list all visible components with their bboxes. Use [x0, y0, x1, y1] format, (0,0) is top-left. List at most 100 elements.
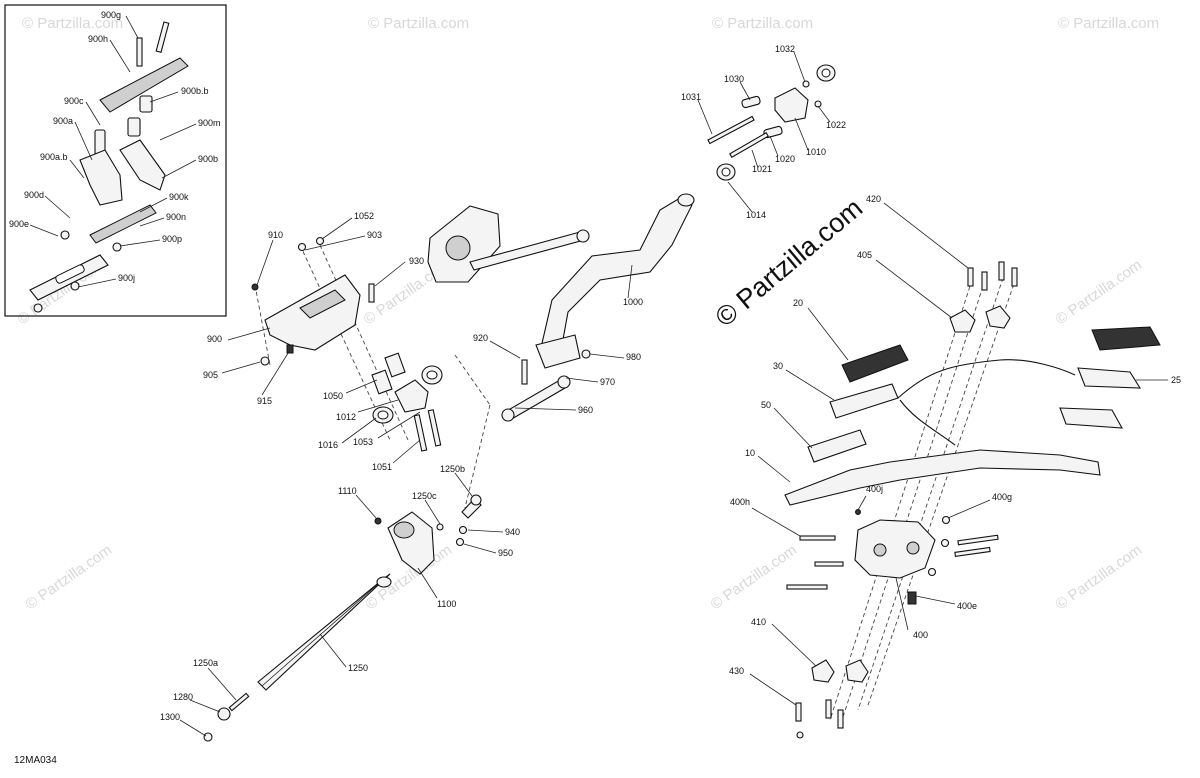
slot-shape [55, 264, 85, 284]
shaft-centerline-shape [261, 576, 387, 687]
leader-line [454, 472, 473, 497]
leader-line [727, 181, 753, 213]
part-label-900m: 900m [198, 118, 221, 128]
part-label-1031: 1031 [681, 92, 701, 102]
part-label-1110: 1110 [338, 486, 357, 496]
part-label-420: 420 [866, 194, 881, 204]
leader-line [227, 327, 271, 341]
leader-line [149, 91, 179, 103]
rod-end-shape [576, 229, 590, 243]
ring-bore-shape [721, 167, 731, 177]
nut-shape [940, 538, 950, 548]
sleeve-50-shape [807, 429, 867, 463]
part-label-1100: 1100 [437, 599, 456, 609]
leader-line [769, 135, 779, 157]
nut-shape [33, 303, 43, 313]
part-label-1020: 1020 [775, 154, 795, 164]
leader-line [424, 499, 441, 525]
leader-line [514, 407, 577, 411]
bracket-shape [79, 149, 123, 206]
bolt-shape [155, 21, 170, 53]
part-label-980: 980 [626, 352, 641, 362]
leader-line [377, 411, 421, 439]
bolt-shape [967, 267, 974, 287]
washer-shape [112, 242, 122, 252]
part-label-400h: 400h [730, 497, 750, 507]
part-label-1250c: 1250c [412, 491, 437, 501]
leader-line [417, 567, 438, 599]
housing-1100-shape [387, 511, 435, 575]
watermark: © Partzilla.com [708, 541, 801, 613]
bolt-head-shape [251, 283, 259, 291]
sleeve-right-shape [1059, 407, 1123, 429]
wire-shape [899, 399, 956, 446]
part-label-900h: 900h [88, 34, 108, 44]
reference-line [829, 279, 973, 721]
leader-line [85, 101, 101, 126]
housing-bore-shape [393, 521, 415, 539]
bolt-1021-shape [729, 132, 769, 158]
inset-frame [4, 4, 227, 317]
part-label-10: 10 [745, 448, 755, 458]
clamp-410-shape [845, 659, 869, 683]
part-label-1052: 1052 [354, 211, 374, 221]
part-label-400g: 400g [992, 492, 1012, 502]
part-label-920: 920 [473, 333, 488, 343]
part-label-900p: 900p [162, 234, 182, 244]
screw-shape [374, 517, 382, 525]
sleeve-25-shape [1077, 367, 1142, 389]
leader-line [161, 159, 197, 179]
spacer-shape [139, 95, 153, 113]
part-label-900e: 900e [9, 219, 29, 229]
nut-shape [260, 356, 270, 366]
nut-shape [802, 80, 810, 88]
bolt-shape [825, 699, 832, 719]
part-label-410: 410 [751, 617, 766, 627]
leader-line [179, 719, 207, 737]
leader-line [109, 39, 131, 73]
link-shape [89, 204, 157, 244]
reference-line [319, 244, 409, 441]
part-label-1014: 1014 [746, 210, 766, 220]
part-label-1300: 1300 [160, 712, 180, 722]
bolt-shape [795, 702, 802, 722]
grip-20-shape [841, 344, 909, 383]
reference-line [464, 404, 491, 509]
leader-line [189, 699, 221, 713]
leader-line [29, 224, 59, 237]
part-label-940: 940 [505, 527, 520, 537]
part-label-903: 903 [367, 230, 382, 240]
rod-end-shape [557, 375, 571, 389]
leader-line [883, 202, 969, 269]
bushing-shape [384, 352, 406, 378]
leader-line [341, 417, 377, 444]
leader-line [256, 239, 274, 286]
shaft-end-shape [376, 576, 392, 588]
leader-line [159, 123, 197, 141]
nut-shape [581, 349, 591, 359]
leader-line [77, 278, 117, 288]
leader-line [119, 239, 161, 247]
leader-line [69, 159, 85, 179]
part-label-930: 930 [409, 256, 424, 266]
leader-line [139, 217, 165, 227]
part-label-400: 400 [913, 630, 928, 640]
part-label-900: 900 [207, 334, 222, 344]
bushing-ring-bore-shape [377, 410, 389, 420]
wire-shape [897, 359, 1076, 399]
leader-line [139, 197, 168, 213]
part-label-1051: 1051 [372, 462, 392, 472]
leader-line [221, 361, 261, 374]
part-label-900ab: 900a.b [40, 152, 68, 162]
leader-line [319, 633, 347, 668]
ring-bore-shape [821, 68, 831, 78]
screw-400j-shape [855, 509, 861, 515]
washer-shape [60, 230, 70, 240]
leader-line [74, 121, 93, 161]
leader-line [895, 577, 909, 631]
leader-line [739, 81, 751, 101]
rod-end-stem-shape [228, 692, 250, 712]
leader-line [489, 340, 521, 359]
screw-shape [436, 523, 444, 531]
bolt-shape [998, 261, 1005, 281]
